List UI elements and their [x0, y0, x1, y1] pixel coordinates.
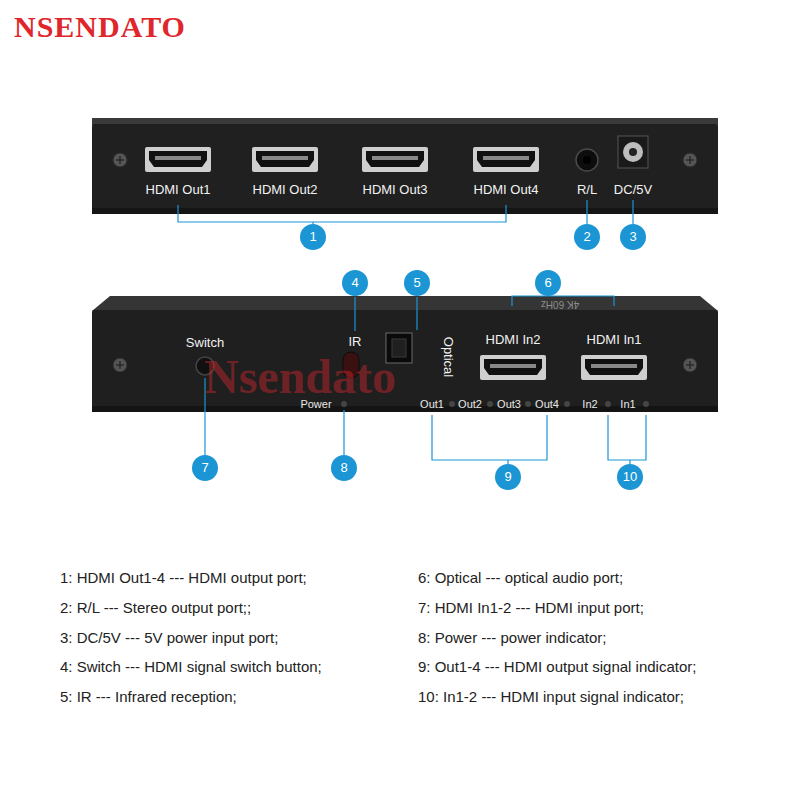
port-label: Optical — [441, 337, 456, 377]
spec-label: 4K 60Hz — [541, 298, 579, 310]
port-label: Switch — [186, 336, 224, 351]
port-label: IR — [349, 335, 362, 350]
indicator-label: In2 — [582, 398, 597, 411]
callout-number: 1 — [300, 224, 326, 250]
callout-number: 6 — [535, 270, 561, 296]
description-line: 5: IR --- Infrared reception; — [60, 688, 237, 705]
callout-number: 8 — [331, 455, 357, 481]
description-line: 2: R/L --- Stereo output port;; — [60, 599, 251, 616]
watermark: Nsendato — [204, 349, 396, 404]
description-line: 8: Power --- power indicator; — [418, 629, 606, 646]
indicator-label: Out1 — [420, 398, 444, 411]
callout-number: 5 — [404, 270, 430, 296]
description-line: 9: Out1-4 --- HDMI output signal indicat… — [418, 658, 696, 675]
indicator-label: Out4 — [535, 398, 559, 411]
callout-number: 9 — [495, 464, 521, 490]
port-label: HDMI Out2 — [252, 183, 317, 198]
description-line: 10: In1-2 --- HDMI input signal indicato… — [418, 688, 684, 705]
indicator-label: In1 — [620, 398, 635, 411]
callout-number: 4 — [342, 270, 368, 296]
port-label: DC/5V — [614, 183, 652, 198]
description-line: 4: Switch --- HDMI signal switch button; — [60, 658, 322, 675]
description-line: 6: Optical --- optical audio port; — [418, 569, 623, 586]
brand-title: NSENDATO — [14, 10, 186, 45]
description-line: 3: DC/5V --- 5V power input port; — [60, 629, 278, 646]
port-label: HDMI Out1 — [145, 183, 210, 198]
port-label: HDMI In1 — [587, 333, 642, 348]
port-label: HDMI Out3 — [362, 183, 427, 198]
description-line: 7: HDMI In1-2 --- HDMI input port; — [418, 599, 644, 616]
callout-number: 3 — [620, 224, 646, 250]
indicator-label: Out3 — [497, 398, 521, 411]
description-line: 1: HDMI Out1-4 --- HDMI output port; — [60, 569, 307, 586]
port-label: R/L — [577, 183, 597, 198]
callout-number: 10 — [617, 464, 643, 490]
port-label: HDMI In2 — [486, 333, 541, 348]
callout-number: 2 — [574, 224, 600, 250]
callout-number: 7 — [192, 455, 218, 481]
port-label: HDMI Out4 — [473, 183, 538, 198]
indicator-label: Out2 — [458, 398, 482, 411]
